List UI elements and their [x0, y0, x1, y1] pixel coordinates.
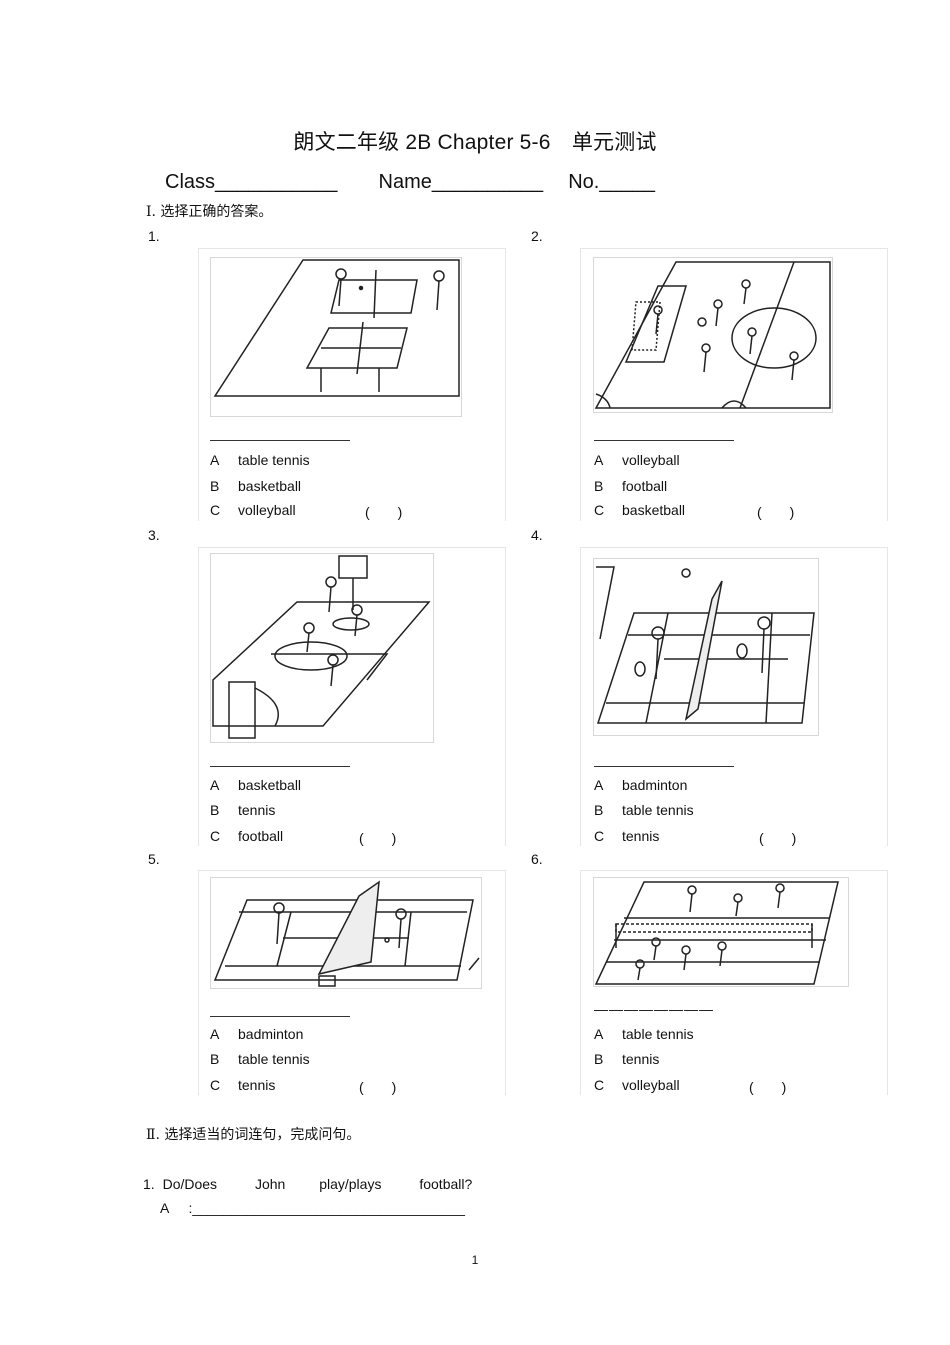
answer-line[interactable]: [210, 766, 350, 767]
answer-bracket[interactable]: ( ): [757, 504, 795, 520]
volleyball-picture: [593, 877, 849, 987]
answer-line[interactable]: :___________________________________: [188, 1200, 465, 1216]
basketball-picture: [210, 553, 434, 743]
word: John: [254, 1176, 286, 1192]
question-number: 5.: [148, 851, 160, 867]
question-number: 2.: [531, 228, 543, 244]
word: football?: [419, 1176, 473, 1192]
answer-line[interactable]: [594, 766, 734, 767]
section-2-question-1: 1. Do/Does John play/plays football?: [143, 1176, 472, 1192]
section-1-heading: Ⅰ. 选择正确的答案。: [146, 204, 273, 220]
word-choice[interactable]: play/plays: [319, 1176, 382, 1192]
answer-line[interactable]: ————————: [594, 1001, 714, 1017]
answer-row: A :___________________________________: [160, 1200, 465, 1216]
football-picture: [593, 257, 833, 413]
name-field[interactable]: Name__________: [378, 171, 544, 193]
tennis-picture: [210, 877, 482, 989]
answer-bracket[interactable]: ( ): [759, 830, 797, 846]
page-number: 1: [471, 1253, 479, 1267]
question-number: 6.: [531, 851, 543, 867]
answer-line[interactable]: [210, 440, 350, 441]
answer-bracket[interactable]: ( ): [359, 1079, 397, 1095]
answer-label: A: [160, 1200, 169, 1216]
section-2-heading: Ⅱ. 选择适当的词连句，完成问句。: [146, 1127, 361, 1143]
student-info: Class___________ Name__________ No._____: [165, 171, 655, 194]
word-choice[interactable]: Do/Does: [162, 1176, 218, 1192]
answer-bracket[interactable]: ( ): [359, 830, 397, 846]
number-field[interactable]: No._____: [568, 171, 655, 193]
page-title: 朗文二年级 2B Chapter 5-6 单元测试: [293, 131, 657, 154]
answer-bracket[interactable]: ( ): [365, 504, 403, 520]
answer-line[interactable]: [210, 1016, 350, 1017]
question-number: 4.: [531, 527, 543, 543]
question-number: 1.: [148, 228, 160, 244]
question-number: 3.: [148, 527, 160, 543]
class-field[interactable]: Class___________: [165, 171, 338, 193]
badminton-picture: [593, 558, 819, 736]
answer-bracket[interactable]: ( ): [749, 1079, 787, 1095]
question-number: 1.: [143, 1176, 155, 1192]
table-tennis-picture: [210, 257, 462, 417]
answer-line[interactable]: [594, 440, 734, 441]
